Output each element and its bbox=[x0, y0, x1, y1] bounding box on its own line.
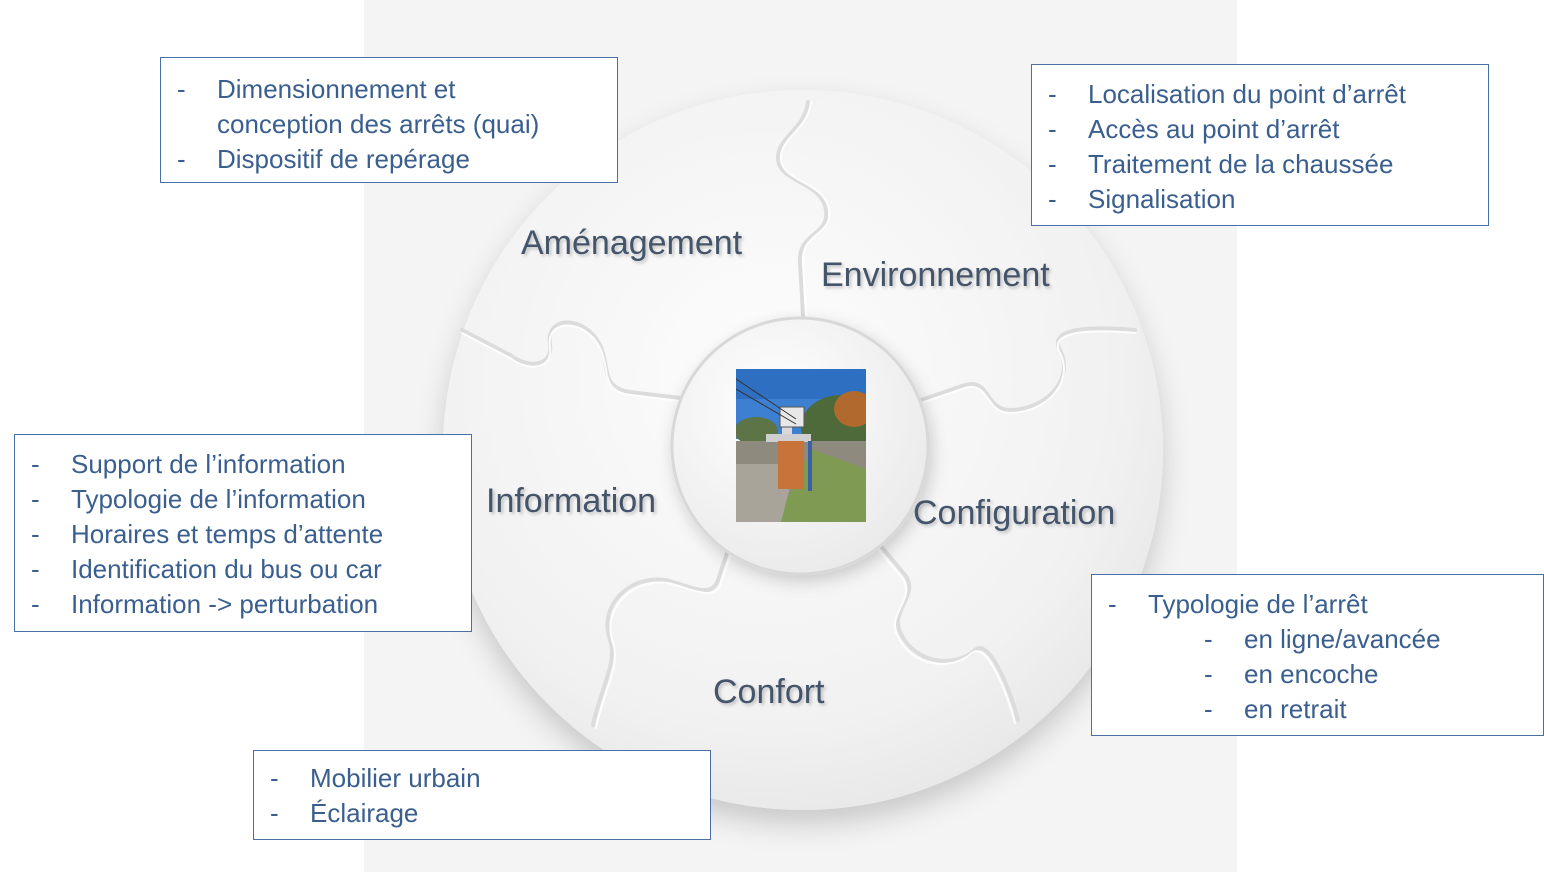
list-subitem: en encoche bbox=[1092, 657, 1543, 692]
list-item: Accès au point d’arrêt bbox=[1032, 112, 1488, 147]
seam-right bbox=[919, 326, 1137, 413]
label-confort: Confort bbox=[713, 673, 825, 711]
seam-bottom-right bbox=[878, 543, 1020, 722]
list-subitem: en retrait bbox=[1092, 692, 1543, 727]
list-item: conception des arrêts (quai) bbox=[217, 109, 540, 139]
box-confort: Mobilier urbain Éclairage bbox=[253, 750, 711, 840]
label-information: Information bbox=[486, 482, 657, 520]
label-amenagement: Aménagement bbox=[521, 224, 743, 262]
list-item: Identification du bus ou car bbox=[15, 552, 471, 587]
box-amenagement: Dimensionnement et conception des arrêts… bbox=[160, 57, 618, 183]
list-item: Localisation du point d’arrêt bbox=[1032, 77, 1488, 112]
list-item: Éclairage bbox=[254, 796, 710, 831]
list-item: Signalisation bbox=[1032, 182, 1488, 217]
seam-top bbox=[775, 100, 829, 317]
box-configuration: Typologie de l’arrêt en ligne/avancée en… bbox=[1091, 574, 1544, 736]
list-item: Typologie de l’arrêt bbox=[1092, 587, 1543, 622]
list-item: Traitement de la chaussée bbox=[1032, 147, 1488, 182]
seam-bottom-left bbox=[591, 548, 730, 727]
list-item: Typologie de l’information bbox=[15, 482, 471, 517]
list-item: Support de l’information bbox=[15, 447, 471, 482]
list-item: Horaires et temps d’attente bbox=[15, 517, 471, 552]
label-configuration: Configuration bbox=[913, 494, 1116, 532]
list-item: Dispositif de repérage bbox=[161, 142, 617, 177]
box-information: Support de l’information Typologie de l’… bbox=[14, 434, 472, 632]
list-item: Mobilier urbain bbox=[254, 761, 710, 796]
bus-stop-photo bbox=[736, 369, 866, 522]
list-item: Information -> perturbation bbox=[15, 587, 471, 622]
list-subitem: en ligne/avancée bbox=[1092, 622, 1543, 657]
box-environnement: Localisation du point d’arrêt Accès au p… bbox=[1031, 64, 1489, 226]
label-environnement: Environnement bbox=[821, 256, 1050, 294]
list-item: Dimensionnement et bbox=[161, 72, 617, 107]
